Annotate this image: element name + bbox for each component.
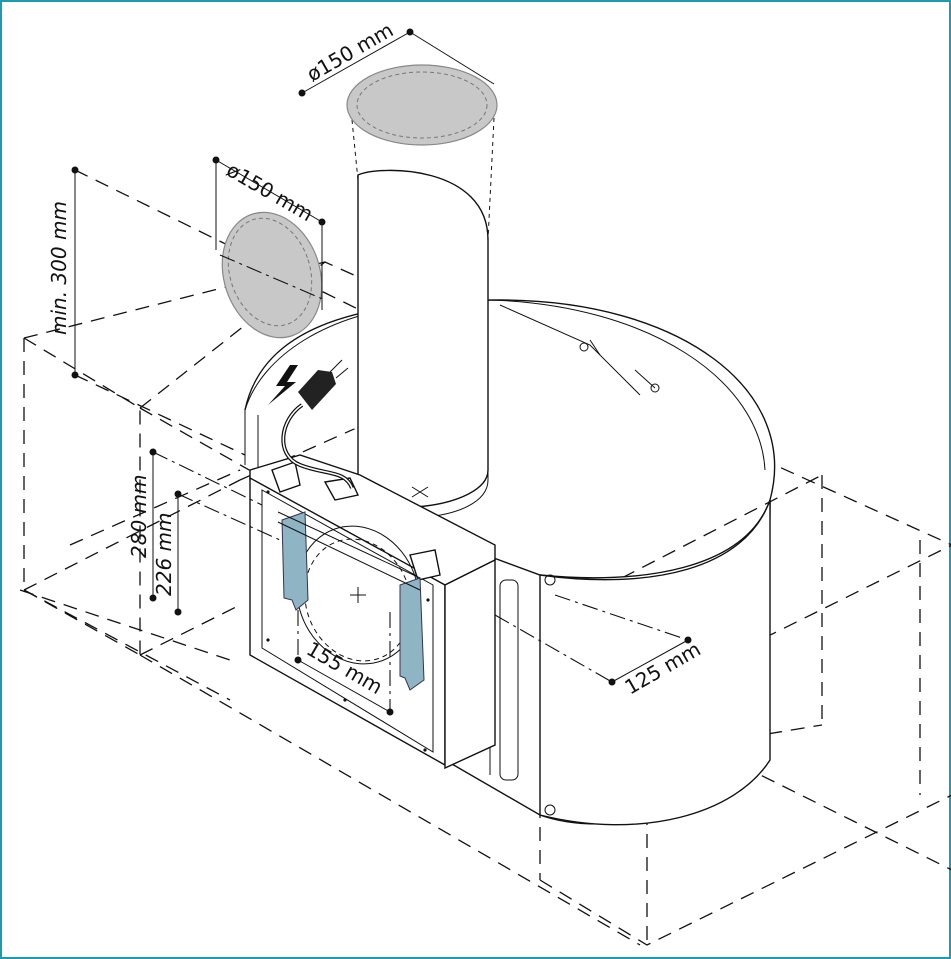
min-height-label: min. 300 mm xyxy=(47,201,71,335)
top-duct-opening xyxy=(346,64,498,146)
height-280-label: 280 mm xyxy=(127,475,151,559)
side-duct-opening xyxy=(219,211,326,339)
mounting-brackets xyxy=(277,511,425,691)
height-226-label: 226 mm xyxy=(152,513,176,597)
power-plug-icon xyxy=(298,359,349,410)
vertical-duct xyxy=(351,117,495,518)
dimension-lines xyxy=(71,28,692,716)
lightning-bolt-icon xyxy=(268,365,298,405)
power-cable xyxy=(281,403,354,489)
motor-housing xyxy=(249,454,496,770)
